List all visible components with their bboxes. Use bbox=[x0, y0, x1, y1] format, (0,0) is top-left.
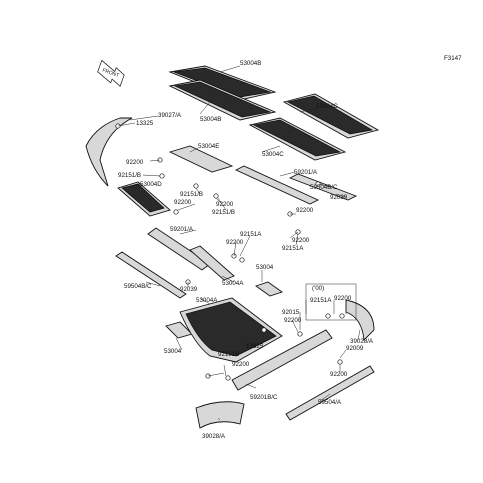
bumper-39027a bbox=[85, 117, 133, 187]
label-53004a-b: 53004A bbox=[196, 297, 218, 304]
label-13325-top: 13325 bbox=[136, 120, 154, 127]
label-92151b-d: 92151B bbox=[218, 351, 239, 358]
label-00: ('00) bbox=[312, 285, 324, 292]
mat-53004c-mid bbox=[248, 117, 347, 161]
mat-53004b-mid bbox=[168, 79, 277, 121]
rail-59201a-upper bbox=[234, 165, 358, 205]
label-53004a-a: 53004A bbox=[222, 280, 244, 287]
label-53004d: 53004D bbox=[140, 181, 162, 188]
leader-lines bbox=[117, 65, 361, 421]
label-39028a-b: 39028/A bbox=[202, 433, 226, 440]
label-53004-a: 53004 bbox=[256, 264, 274, 271]
pad-53004-a bbox=[255, 281, 283, 297]
label-59201bc: 59201B/C bbox=[250, 394, 278, 401]
label-53004c-right: 53004C bbox=[316, 103, 338, 110]
mat-53004d bbox=[117, 181, 171, 217]
label-59201a-b: 59201/A bbox=[170, 226, 194, 233]
part-53004a-small bbox=[189, 245, 235, 281]
rail-59201bc bbox=[231, 329, 333, 391]
label-92200-i: 92200 bbox=[232, 361, 250, 368]
variant-bracket bbox=[305, 283, 357, 321]
label-92200-f: 92200 bbox=[292, 237, 310, 244]
label-92039-b: 92039 bbox=[180, 286, 198, 293]
label-92015: 92015 bbox=[282, 309, 300, 316]
label-53004e: 53004E bbox=[198, 143, 219, 150]
label-92151b-b: 92151/B bbox=[180, 191, 203, 198]
label-53004b-top: 53004B bbox=[240, 60, 261, 67]
deck-mat-53004a bbox=[179, 297, 283, 363]
part-labels: 53004B 53004C 53004B 13325 39027/A 53004… bbox=[118, 60, 374, 440]
front-arrow-marker: FRONT bbox=[97, 59, 125, 87]
label-92151a-c: 92151A bbox=[310, 297, 332, 304]
label-39028a-a: 39028/A bbox=[350, 338, 374, 345]
mat-53004e bbox=[168, 145, 234, 173]
label-59504a: 59504/A bbox=[318, 399, 342, 406]
label-53004-b: 53004 bbox=[164, 348, 182, 355]
label-59504bc-b: 59504B/C bbox=[124, 283, 152, 290]
label-92200-g: 92200 bbox=[334, 295, 352, 302]
bumper-39028a-right bbox=[345, 299, 375, 341]
svg-text:FRONT: FRONT bbox=[101, 67, 119, 79]
label-59201a-a: 59201/A bbox=[294, 169, 318, 176]
label-92200-d: 92200 bbox=[296, 207, 314, 214]
label-92009: 92009 bbox=[346, 345, 364, 352]
label-39027a: 39027/A bbox=[158, 112, 182, 119]
label-59504bc-a: 59504B/C bbox=[310, 184, 338, 191]
label-92200-j: 92200 bbox=[330, 371, 348, 378]
label-92200-h: 92200 bbox=[284, 317, 302, 324]
label-53004c-mid: 53004C bbox=[262, 151, 284, 158]
bumper-39028a-bottom bbox=[195, 401, 245, 429]
label-92151a-b: 92151A bbox=[282, 245, 304, 252]
label-92200-a: 92200 bbox=[126, 159, 144, 166]
label-92039-a: 92039 bbox=[330, 194, 348, 201]
label-92200-c: 92200 bbox=[216, 201, 234, 208]
label-53004b-mid: 53004B bbox=[200, 116, 221, 123]
mat-53004c-right bbox=[282, 93, 380, 139]
label-92151b-a: 92151/B bbox=[118, 172, 141, 179]
rail-59504a bbox=[285, 365, 375, 421]
figure-id: F3147 bbox=[444, 55, 462, 62]
label-13325-b: 13325 bbox=[246, 343, 264, 350]
label-92200-e: 92200 bbox=[226, 239, 244, 246]
label-92151a-a: 92151A bbox=[240, 231, 262, 238]
rail-59504bc bbox=[115, 251, 187, 299]
label-92200-b: 92200 bbox=[174, 199, 192, 206]
label-92151b-c: 92151/B bbox=[212, 209, 235, 216]
